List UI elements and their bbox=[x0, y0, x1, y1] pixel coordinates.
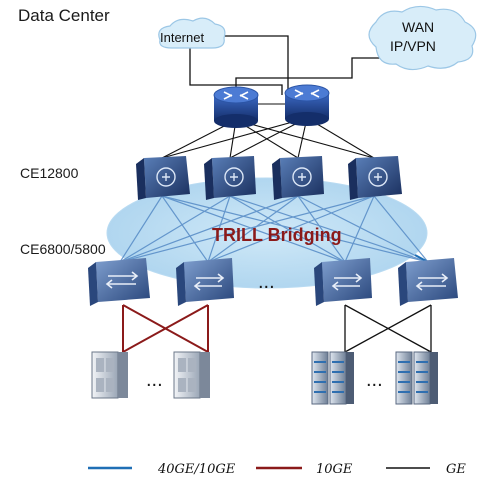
server-ellipsis-left: ... bbox=[146, 369, 163, 391]
internet-cloud: Internet bbox=[158, 17, 226, 49]
access-switch-2 bbox=[176, 258, 234, 306]
server-1 bbox=[91, 351, 128, 399]
wan-label-line1: WAN bbox=[402, 19, 434, 35]
server-ellipsis-right: ... bbox=[366, 369, 383, 391]
server-links-ge bbox=[344, 304, 432, 353]
rack-server-1 bbox=[311, 351, 354, 405]
access-switch-4 bbox=[398, 258, 458, 306]
diagram-title: Data Center bbox=[18, 6, 110, 25]
access-ellipsis: ... bbox=[258, 271, 275, 293]
router-core-links bbox=[161, 103, 375, 159]
wan-label-line2: IP/VPN bbox=[390, 38, 436, 54]
access-switch-1 bbox=[88, 258, 150, 306]
wan-cloud: WAN IP/VPN bbox=[368, 5, 477, 71]
core-switch-2 bbox=[204, 156, 256, 200]
core-layer-label: CE12800 bbox=[20, 165, 79, 181]
access-switch-3 bbox=[314, 258, 372, 306]
server-links-10ge bbox=[122, 304, 209, 353]
core-switch-4 bbox=[348, 156, 402, 200]
server-2 bbox=[173, 351, 210, 399]
core-switch-1 bbox=[136, 156, 190, 200]
core-switch-3 bbox=[272, 156, 324, 200]
legend-label-10ge: 10GE bbox=[316, 462, 353, 477]
legend-label-40ge: 40GE/10GE bbox=[157, 462, 236, 477]
trill-mesh-links bbox=[119, 195, 429, 263]
rack-server-2 bbox=[395, 351, 438, 405]
router-right bbox=[284, 84, 330, 126]
legend-label-ge: GE bbox=[446, 462, 466, 477]
access-layer-label: CE6800/5800 bbox=[20, 241, 106, 257]
router-left bbox=[213, 86, 259, 128]
trill-label: TRILL Bridging bbox=[212, 225, 342, 245]
legend: 40GE/10GE 10GE GE bbox=[88, 462, 466, 477]
internet-label: Internet bbox=[160, 30, 204, 45]
